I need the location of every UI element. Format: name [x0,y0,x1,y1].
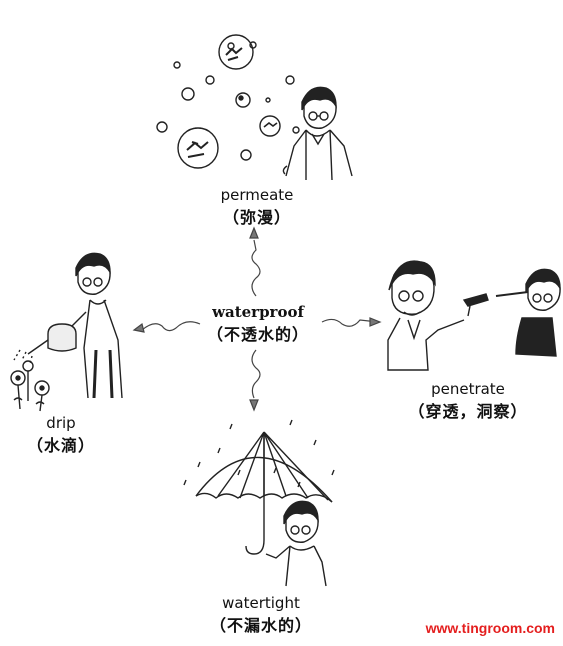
permeate-illustration [156,34,353,181]
watertight-cn: （不漏水的） [209,616,312,635]
waterproof-cn: （不透水的） [206,325,309,344]
connector-arrows [132,226,382,412]
permeate-cn: （弥漫） [222,208,291,227]
watertight-label: watertight （不漏水的） [206,594,316,636]
waterproof-label: waterproof （不透水的） [198,303,318,345]
penetrate-illustration [387,260,561,371]
drip-label: drip （水滴） [26,414,96,456]
drip-cn: （水滴） [26,436,95,455]
penetrate-cn: （穿透，洞察） [408,402,528,421]
penetrate-label: penetrate （穿透，洞察） [398,380,538,422]
waterproof-en: waterproof [212,303,304,321]
watermark-text: www.tingroom.com [425,620,555,636]
permeate-label: permeate （弥漫） [212,186,302,228]
penetrate-en: penetrate [431,380,505,398]
watertight-en: watertight [222,594,300,612]
drip-illustration [10,252,123,412]
watertight-illustration [183,419,335,587]
drip-en: drip [46,414,76,432]
permeate-en: permeate [220,186,294,204]
